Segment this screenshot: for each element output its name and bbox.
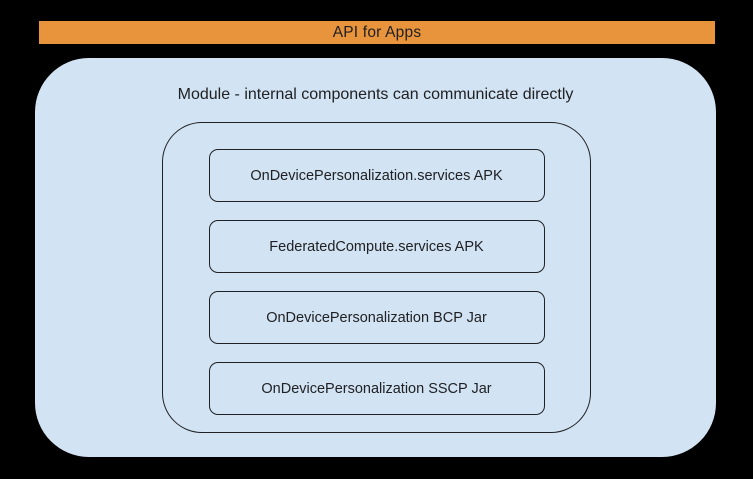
component-box-federatedcompute-services-apk: FederatedCompute.services APK	[208, 220, 545, 273]
component-label: OnDevicePersonalization SSCP Jar	[261, 380, 492, 397]
component-box-odp-bcp-jar: OnDevicePersonalization BCP Jar	[208, 291, 545, 344]
module-inner-boundary: OnDevicePersonalization.services APK Fed…	[162, 122, 591, 433]
module-title: Module - internal components can communi…	[177, 86, 574, 103]
component-box-odp-sscp-jar: OnDevicePersonalization SSCP Jar	[208, 362, 545, 415]
api-for-apps-label: API for Apps	[332, 23, 422, 41]
api-for-apps-banner: API for Apps	[39, 21, 715, 44]
component-label: OnDevicePersonalization BCP Jar	[266, 309, 487, 326]
component-label: FederatedCompute.services APK	[269, 238, 484, 255]
component-label: OnDevicePersonalization.services APK	[250, 167, 503, 184]
component-box-odp-services-apk: OnDevicePersonalization.services APK	[208, 149, 545, 202]
module-container: Module - internal components can communi…	[35, 58, 716, 457]
